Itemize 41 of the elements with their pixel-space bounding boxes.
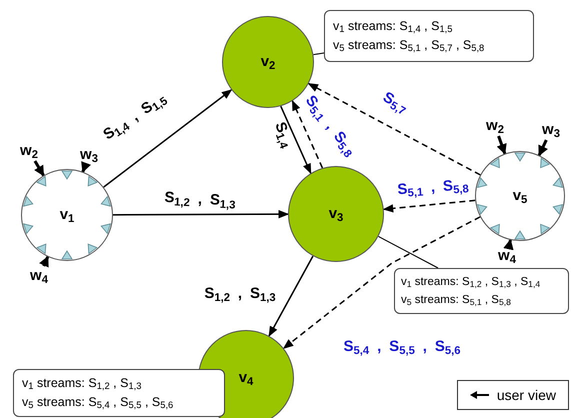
node-label: v$_{1}$ (60, 204, 74, 226)
note-text: v$_{1}$ streams: S$_{1,4}$ , S$_{1,5}$ (333, 18, 454, 36)
arrow (34, 160, 45, 176)
weight-label: w$_{2}$ (486, 116, 504, 138)
arrow (268, 256, 314, 337)
note-text: v$_{5}$ streams: S$_{5,4}$ , S$_{5,5}$ , S$_{5,6}$ (22, 394, 174, 412)
node-label: v$_{5}$ (512, 186, 528, 208)
arrow (39, 256, 50, 268)
edge-label: S$_{1,2}$ , S$_{1,3}$ (164, 188, 236, 214)
arrow (103, 89, 232, 188)
node-label: v$_{2}$ (260, 52, 276, 74)
note-text: v$_{1}$ streams: S$_{1,2}$ , S$_{1,3}$ , S$_{1,4}$ (401, 275, 542, 291)
note-box (324, 10, 534, 62)
arrow (280, 106, 312, 174)
edge-label: S$_{1,2}$ , S$_{1,3}$ (204, 284, 276, 306)
note-text: v$_{1}$ streams: S$_{1,2}$ , S$_{1,3}$ (22, 375, 142, 393)
leader-line (312, 52, 324, 56)
arrow (496, 136, 507, 155)
note-box (13, 369, 225, 417)
legend-text: user view (496, 386, 556, 404)
weight-label: w$_{4}$ (30, 266, 48, 288)
arrow (113, 210, 290, 218)
node-label: v$_{3}$ (328, 204, 344, 226)
node-label: v$_{4}$ (238, 368, 254, 390)
edge-label: S$_{5,4}$ , S$_{5,5}$ , S$_{5,6}$ (344, 336, 460, 358)
note-text: v$_{5}$ streams: S$_{5,1}$ , S$_{5,8}$ (401, 293, 512, 309)
note-text: v$_{5}$ streams: S$_{5,1}$ , S$_{5,7}$ , S$_{5,8}$ (333, 37, 486, 55)
arrow (292, 100, 324, 168)
arrow (282, 216, 480, 349)
arrow (81, 161, 92, 173)
weight-label: w$_{3}$ (80, 144, 98, 166)
arrow (503, 238, 514, 250)
weight-label: w$_{2}$ (20, 140, 38, 162)
weight-label: w$_{3}$ (542, 120, 560, 142)
arrow (382, 200, 476, 213)
note-box (394, 268, 569, 314)
leader-line (378, 236, 439, 268)
weight-label: w$_{4}$ (498, 246, 516, 268)
arrow (308, 82, 481, 176)
arrow (538, 139, 548, 156)
edge-label: S$_{5,1}$ , S$_{5,8}$ (396, 176, 470, 202)
